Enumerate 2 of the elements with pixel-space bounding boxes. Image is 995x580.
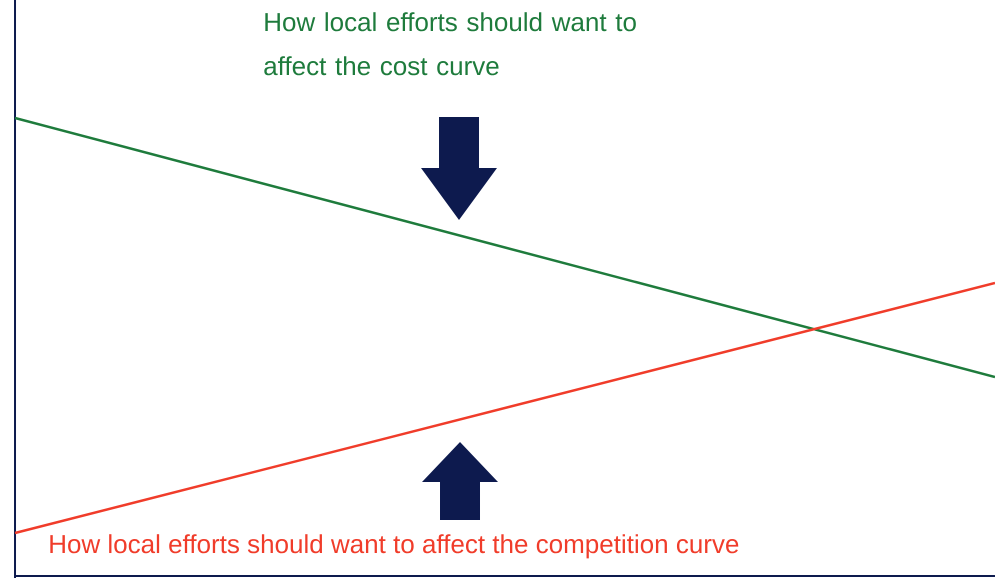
annotation-text: How local efforts should want to affect the competition curve <box>50 534 738 558</box>
annotation-text: How local efforts should want to affect the cost curve <box>264 12 636 76</box>
